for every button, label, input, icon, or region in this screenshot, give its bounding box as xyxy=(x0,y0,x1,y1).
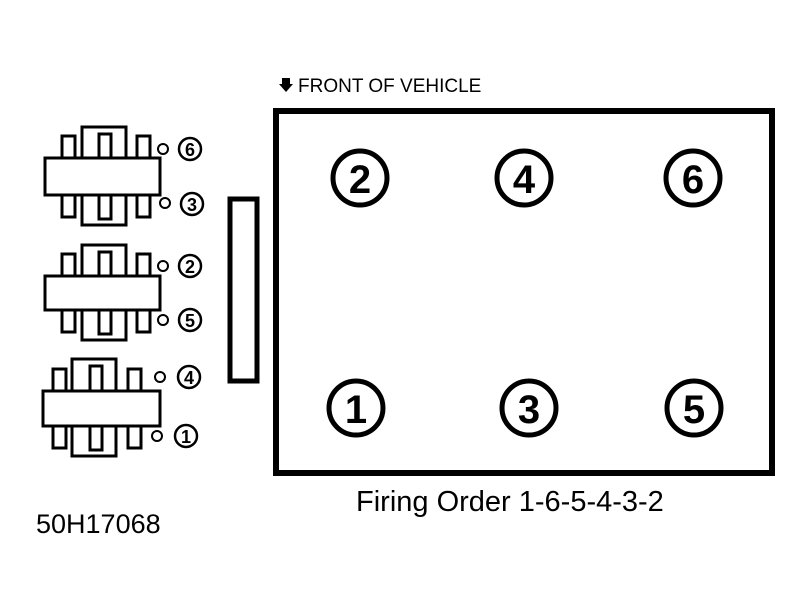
coil-terminal-4: 4 xyxy=(154,364,202,390)
cylinder-label: 5 xyxy=(683,388,705,432)
front-of-vehicle-label: FRONT OF VEHICLE xyxy=(298,76,481,97)
firing-order-caption: Firing Order 1-6-5-4-3-2 xyxy=(356,486,664,518)
coil-terminal-label: 2 xyxy=(185,257,195,277)
coil-terminal-1: 1 xyxy=(151,423,199,449)
cylinder-6: 6 xyxy=(663,148,723,208)
coil-terminal-label: 3 xyxy=(187,195,197,215)
cylinder-5: 5 xyxy=(664,378,724,438)
coil-terminal-label: 1 xyxy=(181,427,191,447)
engine-block xyxy=(273,108,775,476)
cylinder-label: 1 xyxy=(345,388,367,432)
figure-code: 50H17068 xyxy=(36,509,161,539)
coil-terminal-label: 5 xyxy=(185,311,195,331)
coil-pack-connector xyxy=(227,196,260,384)
cylinder-2: 2 xyxy=(330,148,390,208)
cylinder-3: 3 xyxy=(499,378,559,438)
coil-pack-bottom xyxy=(41,357,162,458)
coil-terminal-label: 6 xyxy=(185,140,195,160)
coil-pack-middle xyxy=(43,243,162,342)
coil-pack-top xyxy=(43,125,162,227)
cylinder-label: 3 xyxy=(518,388,540,432)
cylinder-4: 4 xyxy=(494,148,554,208)
coil-terminal-5: 5 xyxy=(157,307,203,333)
cylinder-1: 1 xyxy=(326,378,386,438)
coil-terminal-2: 2 xyxy=(157,253,203,279)
front-arrow-icon xyxy=(279,78,293,92)
cylinder-label: 2 xyxy=(349,158,371,202)
coil-terminal-label: 4 xyxy=(184,368,194,388)
cylinder-label: 6 xyxy=(682,158,704,202)
coil-terminal-6: 6 xyxy=(157,136,203,162)
cylinder-label: 4 xyxy=(513,158,536,202)
coil-terminal-3: 3 xyxy=(159,191,205,217)
